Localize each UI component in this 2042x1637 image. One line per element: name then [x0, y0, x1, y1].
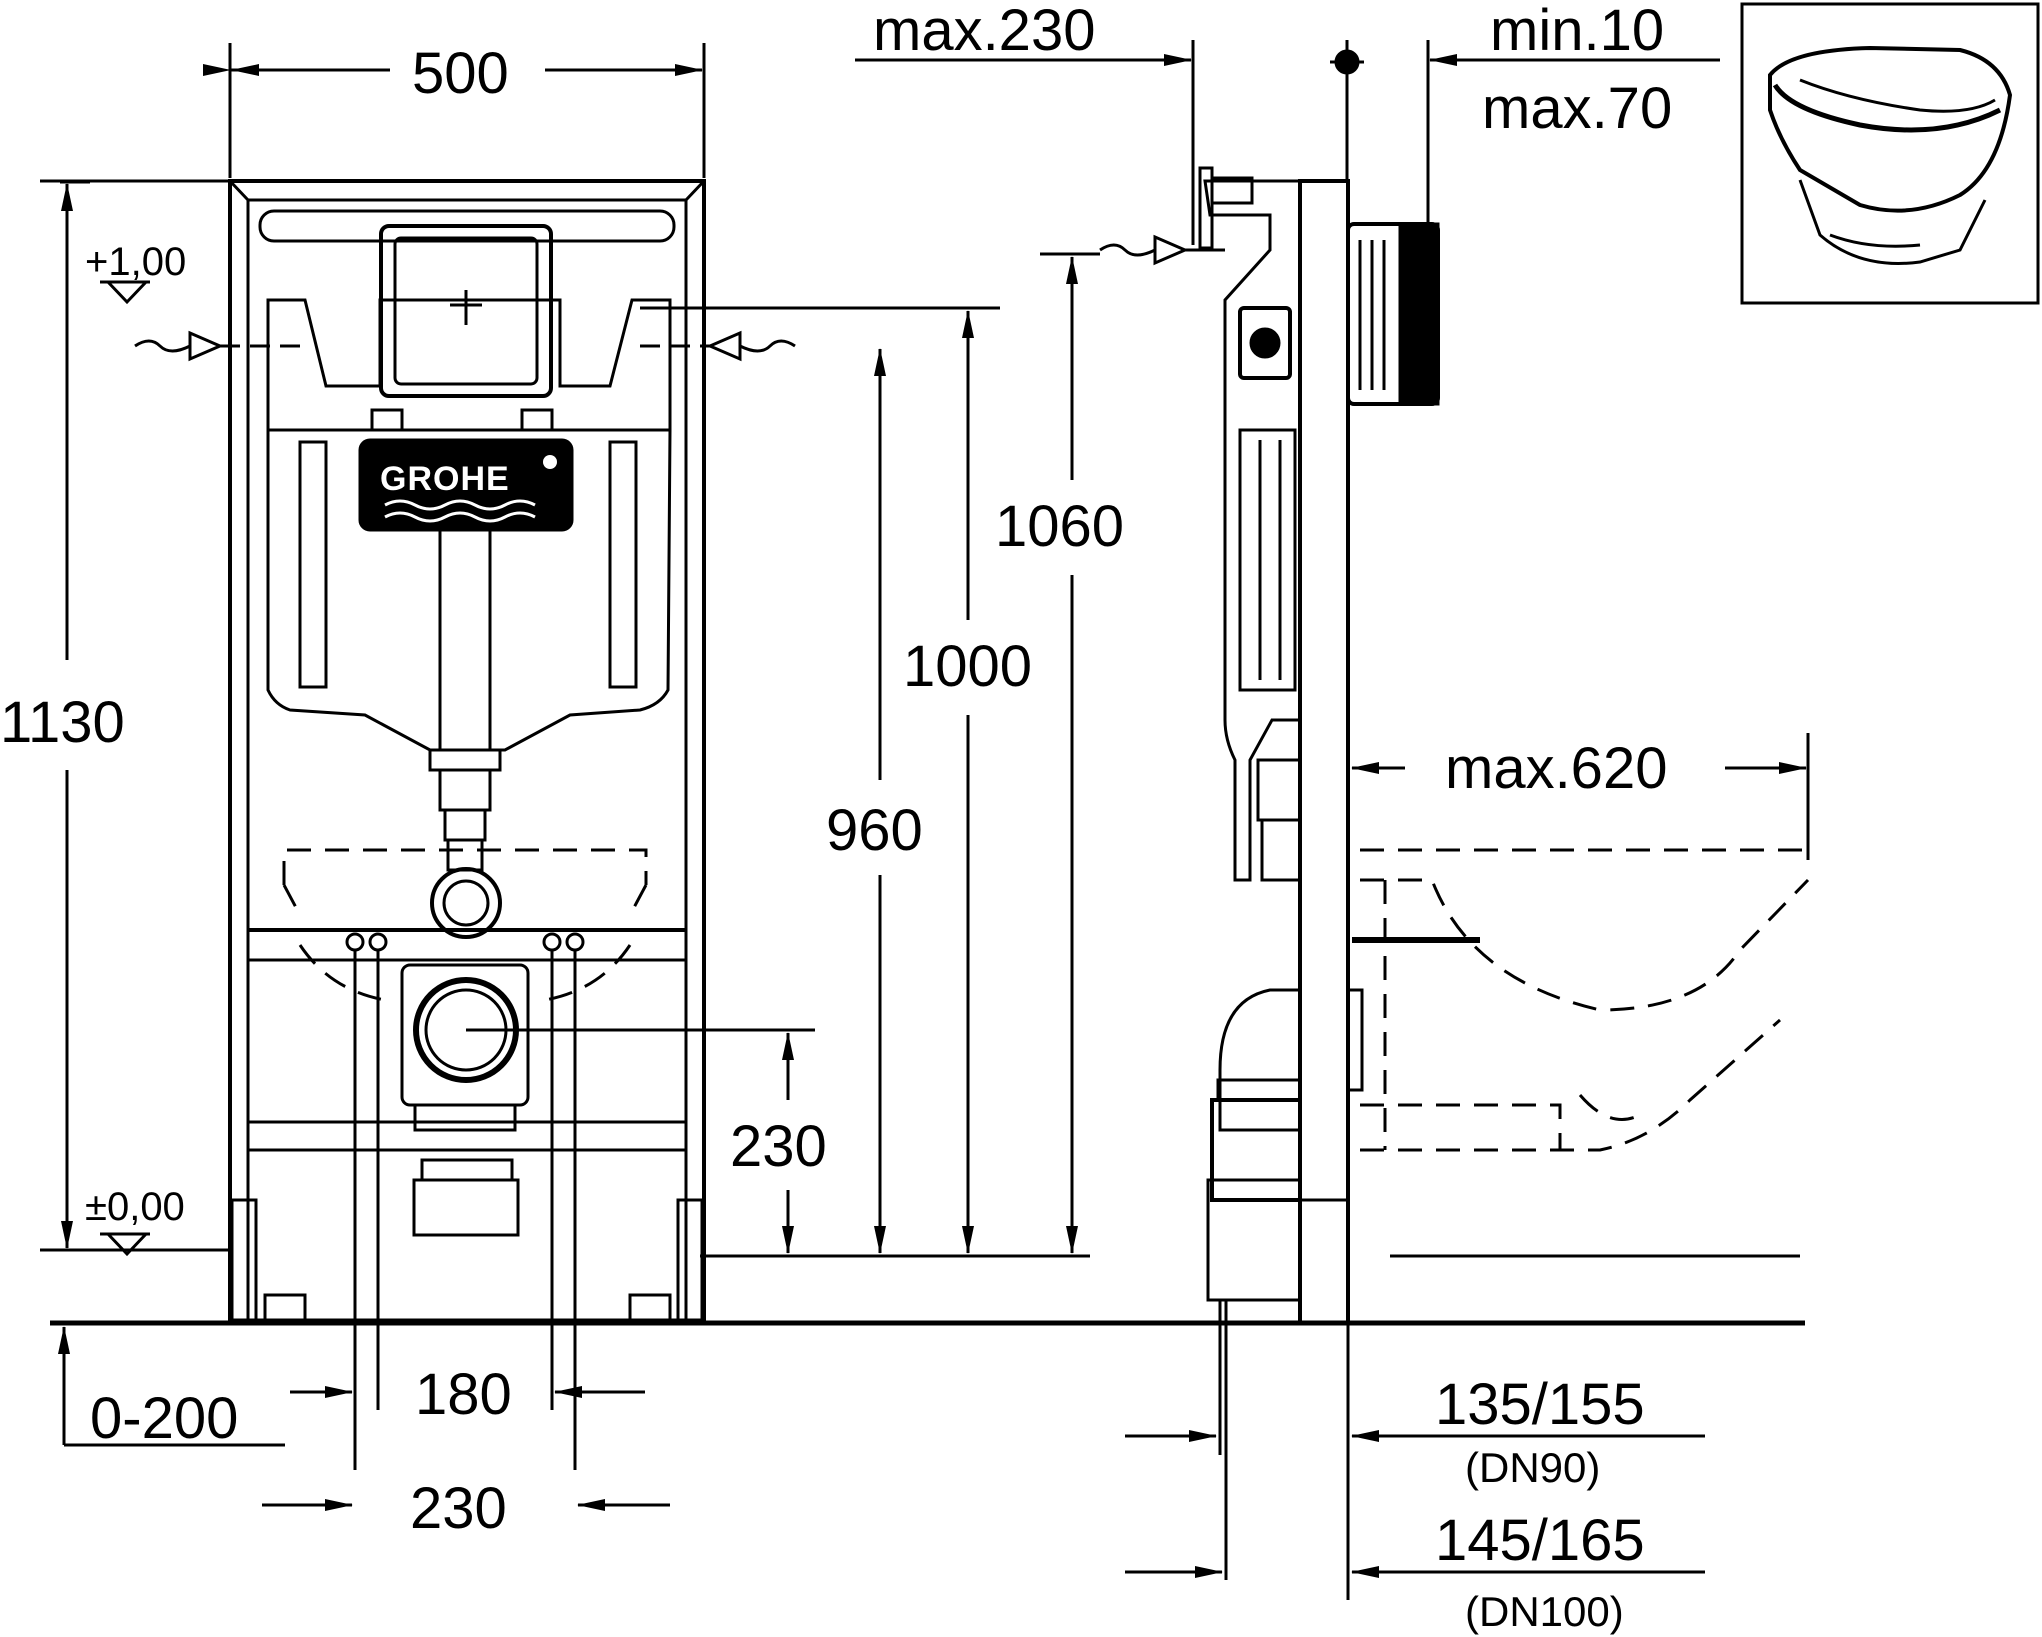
dim-1000-label: 1000: [903, 634, 1032, 699]
supply-arrows-front: [134, 330, 796, 362]
frame-side: [1298, 179, 1350, 1325]
bowl-outline-side: [1360, 848, 1810, 1152]
waste-pipe-side: [1206, 988, 1364, 1600]
dim-230-vertical-label: 230: [730, 1114, 827, 1179]
side-view: [855, 40, 1810, 1600]
dim-1060-label: 1060: [995, 494, 1124, 559]
cistern-side: [1198, 166, 1302, 882]
mounting-studs: [345, 932, 585, 1470]
front-view: [40, 43, 1805, 1511]
drain-outlet-front: [400, 963, 815, 1237]
dim-135-155-label: 135/155: [1435, 1372, 1645, 1437]
dim-180-label: 180: [415, 1362, 512, 1427]
dim-dn100-label: (DN100): [1465, 1588, 1624, 1635]
dim-230-horizontal-label: 230: [410, 1476, 507, 1541]
level-bottom-label: ±0,00: [85, 1185, 185, 1229]
dim-min10-label: min.10: [1490, 0, 1664, 63]
brand-logo: GROHE: [380, 460, 510, 498]
level-top-label: +1,00: [85, 240, 186, 284]
bowl-outline-front: [282, 848, 648, 1002]
cistern: [266, 224, 672, 939]
level-markers: [100, 280, 150, 1257]
dim-max620-label: max.620: [1445, 736, 1667, 801]
dim-500-label: 500: [412, 41, 509, 106]
dim-960-label: 960: [826, 798, 923, 863]
dim-max230-label: max.230: [873, 0, 1095, 63]
dim-145-165-label: 145/165: [1435, 1508, 1645, 1573]
dim-0-200-label: 0-200: [90, 1386, 238, 1451]
dim-dn90-label: (DN90): [1465, 1444, 1600, 1491]
installation-frame: [215, 179, 718, 1325]
wall-spacer: [1346, 222, 1440, 406]
dim-1130-label: 1130: [0, 690, 125, 755]
dim-max70-label: max.70: [1482, 76, 1672, 141]
toilet-bowl-icon: [1740, 2, 2040, 305]
